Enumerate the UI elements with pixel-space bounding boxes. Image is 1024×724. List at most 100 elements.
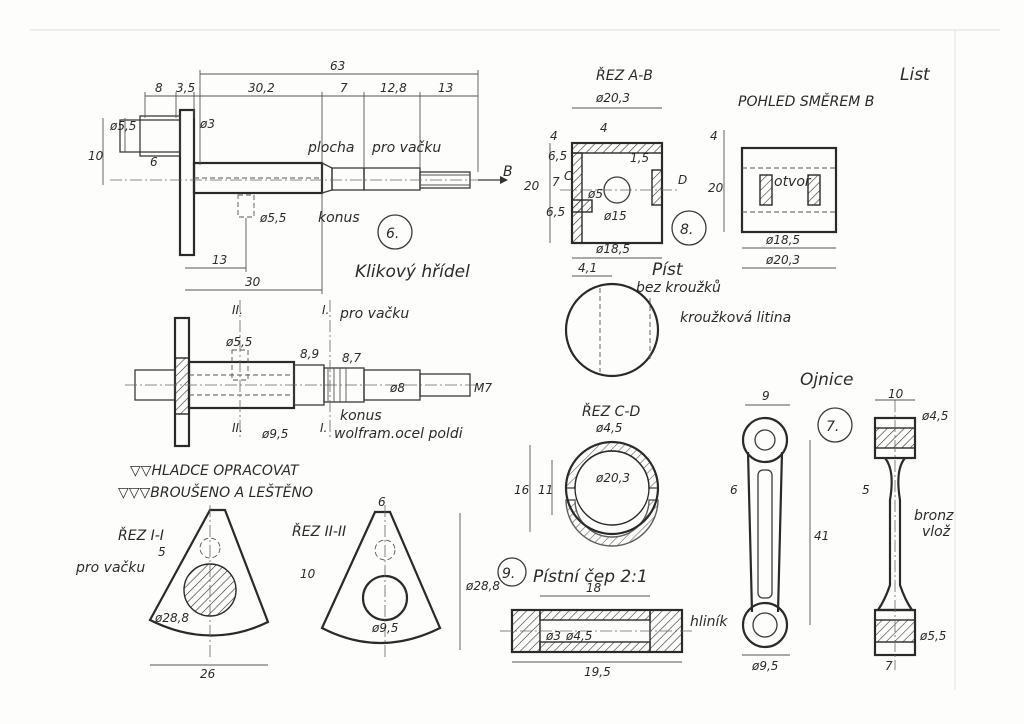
note-label: otvor (774, 174, 812, 190)
dim-label: 12,8 (380, 81, 407, 95)
dim-label: 8 (155, 81, 163, 95)
dim-label: 8,9 (300, 347, 319, 361)
dim-label: 13 (438, 81, 453, 95)
dim-label: 26 (200, 667, 216, 681)
section-2-2 (320, 505, 461, 660)
dim-label: ø18,5 (595, 242, 630, 256)
dim-label: 6 (730, 483, 738, 497)
note-label: kroužková litina (680, 310, 791, 326)
note-label: vlož (922, 524, 951, 540)
rod-title: Ojnice (800, 370, 853, 390)
part-number-7: 7. (826, 419, 839, 435)
dim-label: 10 (888, 387, 904, 401)
note-label: wolfram.ocel poldi (334, 426, 463, 442)
note-label: konus (340, 408, 382, 424)
dim-label: ø20,3 (595, 91, 630, 105)
dim-label: 30 (245, 275, 261, 289)
dim-label: 5 (862, 483, 870, 497)
dim-label: ø9,5 (751, 659, 778, 673)
piston-top-view (564, 275, 660, 378)
dim-label: II. (232, 303, 243, 317)
note-label: B (503, 164, 513, 180)
dim-label: 41 (814, 529, 829, 543)
surface-note: ▽▽HLADCE OPRACOVAT (130, 463, 300, 479)
dim-label: I. (320, 421, 327, 435)
dim-label: ø3 (545, 629, 561, 643)
dim-label: 6 (150, 155, 158, 169)
piston-title: Píst (652, 260, 684, 280)
dim-label: ø4,5 (921, 409, 948, 423)
connecting-rod-front (741, 404, 853, 656)
piston-pin-section (497, 557, 695, 663)
dim-label: 4 (600, 121, 608, 135)
part-number-9: 9. (502, 566, 515, 582)
dim-label: ø15 (603, 209, 627, 223)
dim-label: ø8 (389, 381, 405, 395)
piston-view-b (723, 130, 838, 269)
dim-label: 30,2 (248, 81, 275, 95)
dim-label: 4 (550, 129, 558, 143)
section-title: ŘEZ I-I (118, 527, 164, 544)
surface-note: ▽▽▽BROUŠENO A LEŠTĚNO (118, 483, 313, 501)
note-label: pro vačku (75, 560, 145, 576)
piston-section-ab (549, 107, 707, 259)
dim-label: 4 (710, 129, 718, 143)
dim-label: ø20,3 (595, 471, 630, 485)
pin-title: Pístní čep 2:1 (533, 567, 648, 587)
dim-label: ø9,5 (261, 427, 288, 441)
section-title: ŘEZ II-II (292, 523, 346, 540)
dim-label: 13 (212, 253, 227, 267)
dim-label: 7 (552, 175, 560, 189)
dim-label: 1,5 (630, 151, 649, 165)
dim-label: 6,5 (546, 205, 565, 219)
dim-label: 63 (330, 59, 345, 73)
note-label: hliník (690, 614, 728, 630)
dim-label: ø20,3 (765, 253, 800, 267)
dim-label: ø5,5 (109, 119, 136, 133)
connecting-rod-side (873, 399, 917, 670)
note-label: bronz (914, 508, 954, 524)
note-label: bez kroužků (636, 280, 721, 296)
note-label: pro vačku (339, 306, 409, 322)
crankshaft-title: Klikový hřídel (355, 262, 470, 282)
dim-label: ø4,5 (565, 629, 592, 643)
dim-label: 4,1 (578, 261, 597, 275)
list-label: List (900, 65, 931, 85)
crankshaft-side-view (102, 70, 508, 294)
section-title: ŘEZ C-D (582, 403, 640, 420)
note-label: plocha (307, 140, 355, 156)
dim-label: ø5 (587, 187, 603, 201)
piston-section-cd (529, 440, 660, 547)
dim-label: 19,5 (584, 665, 611, 679)
note-label: pro vačku (371, 140, 441, 156)
dim-label: 8,7 (342, 351, 361, 365)
dim-label: ø5,5 (919, 629, 946, 643)
dim-label: 18 (586, 581, 602, 595)
dim-label: 5 (158, 545, 166, 559)
section-1-1 (148, 505, 270, 666)
section-letter: C (564, 169, 573, 183)
dim-label: 10 (88, 149, 104, 163)
crankshaft-front-view (125, 300, 485, 448)
dim-label: M7 (474, 381, 492, 395)
dim-label: II. (232, 421, 243, 435)
section-title: ŘEZ A-B (596, 67, 653, 84)
dim-label: 6 (378, 495, 386, 509)
dim-label: 9 (762, 389, 770, 403)
dim-label: I. (322, 303, 329, 317)
dim-label: 20 (708, 181, 724, 195)
dim-label: 11 (538, 483, 553, 497)
part-number-8: 8. (680, 222, 693, 238)
dim-label: 16 (514, 483, 530, 497)
dim-label: ø18,5 (765, 233, 800, 247)
dim-label: ø5,5 (259, 211, 286, 225)
dim-label: 7 (340, 81, 348, 95)
part-number-6: 6. (386, 226, 399, 242)
dim-label: 7 (885, 659, 893, 673)
dim-label: 3,5 (176, 81, 195, 95)
dim-label: ø5,5 (225, 335, 252, 349)
dim-label: 10 (300, 567, 316, 581)
dim-label: ø9,5 (371, 621, 398, 635)
dim-label: ø4,5 (595, 421, 622, 435)
